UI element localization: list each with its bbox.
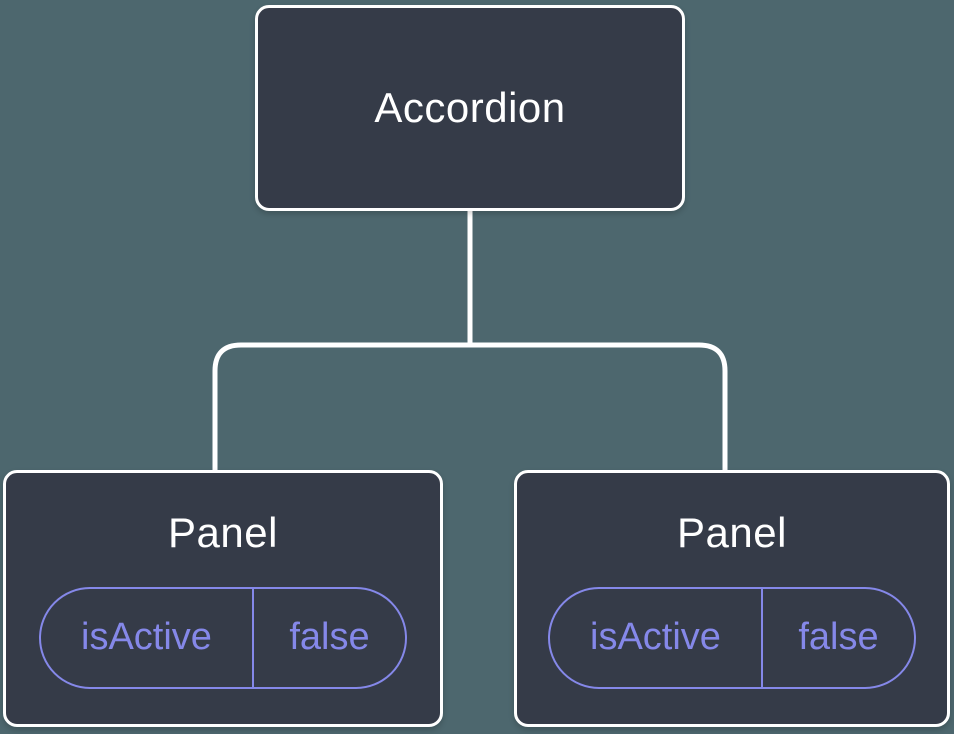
state-pill-right: isActive false — [548, 586, 916, 689]
node-accordion: Accordion — [255, 5, 685, 211]
state-key-label: isActive — [41, 588, 254, 687]
state-key-label: isActive — [550, 588, 763, 687]
node-panel-right: Panel isActive false — [514, 470, 950, 727]
state-pill-left: isActive false — [39, 586, 407, 689]
node-panel-right-label: Panel — [677, 508, 787, 556]
node-panel-left-label: Panel — [168, 508, 278, 556]
state-value-label: false — [798, 616, 879, 658]
state-value-label: false — [289, 616, 370, 658]
edge-branch-bracket — [212, 342, 728, 470]
node-panel-left: Panel isActive false — [3, 470, 443, 727]
node-accordion-label: Accordion — [374, 84, 566, 131]
